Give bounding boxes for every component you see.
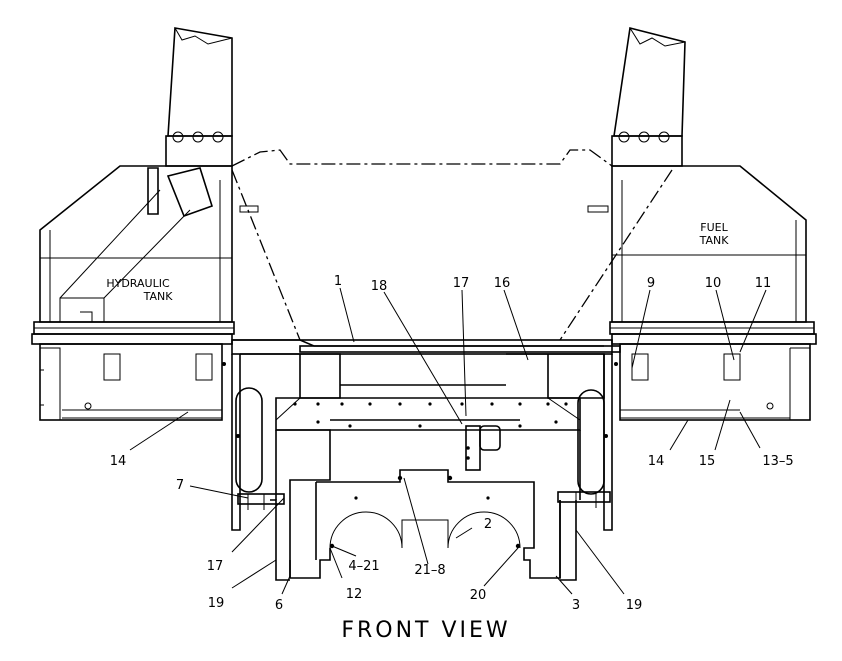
callout-19-right: 19: [626, 598, 643, 613]
fuel-tank-label-line2: TANK: [699, 234, 730, 247]
callout-16: 16: [494, 276, 511, 291]
callout-4-21: 4–21: [348, 559, 379, 574]
callout-12: 12: [346, 587, 363, 602]
left-frame-diagonal: [231, 169, 301, 341]
lower-frame: [270, 429, 577, 581]
left-oval-guide: [235, 387, 263, 493]
right-oval-guide: [577, 389, 605, 495]
callout-17-bottom: 17: [207, 559, 224, 574]
callout-19-left: 19: [208, 596, 225, 611]
callout-17-top: 17: [453, 276, 470, 291]
callout-3: 3: [572, 598, 580, 613]
plate-clamp: [479, 425, 501, 451]
callout-10: 10: [705, 276, 722, 291]
frame-bracket-left: [239, 205, 259, 213]
right-bolt-plate: [557, 491, 611, 503]
frame-bracket-right: [587, 205, 609, 213]
callout-20: 20: [470, 588, 487, 603]
leader-lines: [129, 287, 767, 595]
fastener-dots: [222, 362, 618, 549]
callout-1: 1: [334, 274, 342, 289]
right-lift-arm: [611, 27, 686, 167]
hydraulic-tank: [39, 165, 233, 323]
right-deck: [609, 321, 817, 421]
callout-14-right: 14: [648, 454, 665, 469]
fuel-tank: [611, 165, 807, 323]
callout-11: 11: [755, 276, 772, 291]
callout-9: 9: [647, 276, 655, 291]
left-lift-arm: [165, 27, 233, 167]
callout-7: 7: [176, 478, 184, 493]
callout-14-left: 14: [110, 454, 127, 469]
view-caption: FRONT VIEW: [341, 618, 510, 643]
hydraulic-tank-label-line2: TANK: [143, 290, 174, 303]
callout-13-5: 13–5: [762, 454, 793, 469]
center-beam-top: [232, 339, 604, 347]
left-deck: [31, 321, 235, 421]
upper-frame-outline: [231, 149, 613, 167]
left-bolt-plate: [237, 493, 285, 505]
center-frame: [231, 339, 621, 531]
callout-2: 2: [484, 517, 492, 532]
fuel-tank-label-line1: FUEL: [700, 221, 728, 234]
callout-6: 6: [275, 598, 283, 613]
callout-21-8: 21–8: [414, 563, 445, 578]
hydraulic-tank-label-line1: HYDRAULIC: [106, 277, 170, 290]
callout-18: 18: [371, 279, 388, 294]
callout-15: 15: [699, 454, 716, 469]
